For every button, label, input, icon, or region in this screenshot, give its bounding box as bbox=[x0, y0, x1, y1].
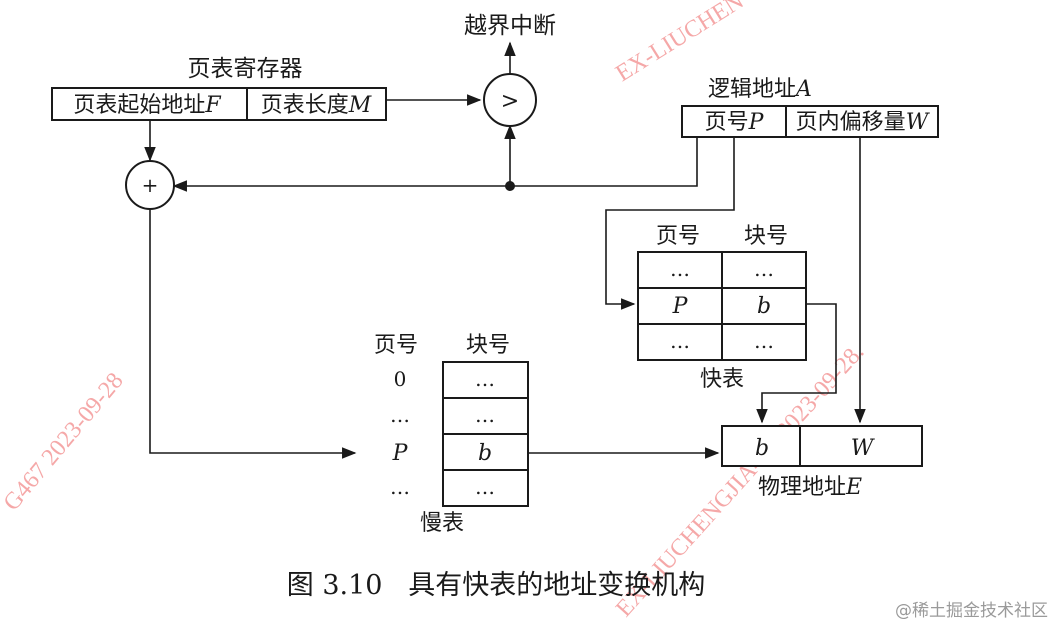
slow-row-label: … bbox=[390, 403, 410, 427]
slow-cell: … bbox=[475, 475, 495, 499]
physical-address: b W 物理地址E bbox=[721, 425, 923, 500]
fast-table-caption: 快表 bbox=[700, 367, 744, 392]
arrow-page-to-fast-table bbox=[605, 137, 735, 310]
register-title: 页表寄存器 bbox=[188, 56, 303, 82]
slow-col-page: 页号 bbox=[374, 333, 418, 358]
adder-symbol: + bbox=[142, 173, 159, 197]
fast-cell: … bbox=[754, 257, 774, 281]
arrow-fast-b-to-physical bbox=[756, 303, 837, 424]
page-table-register: 页表寄存器 页表起始地址F 页表长度M bbox=[51, 56, 387, 121]
fast-col-page: 页号 bbox=[656, 224, 700, 249]
logical-address-title: 逻辑地址A bbox=[708, 77, 812, 102]
site-watermark: @稀土掘金技术社区 bbox=[895, 601, 1048, 621]
register-start-field: 页表起始地址F bbox=[73, 93, 221, 118]
connectors bbox=[144, 41, 866, 459]
slow-col-block: 块号 bbox=[466, 333, 510, 358]
slow-table-caption: 慢表 bbox=[420, 511, 464, 536]
fast-col-block: 块号 bbox=[744, 224, 788, 249]
slow-row-label: … bbox=[390, 475, 410, 499]
arrow-page-to-adder bbox=[172, 137, 698, 192]
interrupt-label: 越界中断 bbox=[464, 13, 556, 39]
junction-dot bbox=[505, 181, 515, 191]
fast-cell: … bbox=[670, 329, 690, 353]
slow-table: 页号 块号 0 … P … … … b … 慢表 bbox=[374, 333, 529, 536]
physical-offset-field: W bbox=[851, 436, 876, 461]
figure-caption: 图 3.10 具有快表的地址变换机构 bbox=[287, 570, 705, 601]
adder: + bbox=[125, 160, 175, 210]
adder-circle bbox=[125, 160, 175, 210]
slow-row-label: P bbox=[392, 441, 409, 466]
arrow-adder-to-slow-table bbox=[149, 208, 357, 459]
comparator: > bbox=[483, 73, 537, 127]
fast-cell: P bbox=[672, 294, 689, 319]
register-length-field: 页表长度M bbox=[261, 93, 372, 118]
slow-cell: … bbox=[475, 403, 495, 427]
fast-cell: … bbox=[754, 329, 774, 353]
logical-offset-field: 页内偏移量W bbox=[796, 110, 931, 135]
physical-address-box bbox=[721, 425, 923, 467]
fast-cell: b bbox=[757, 294, 771, 319]
slow-row-label: 0 bbox=[394, 367, 407, 391]
slow-cell: b bbox=[478, 441, 492, 466]
logical-page-field: 页号P bbox=[705, 110, 765, 135]
register-box bbox=[51, 87, 387, 121]
fast-table: 页号 块号 … … P b … … 快表 bbox=[637, 224, 807, 392]
logical-address-box bbox=[681, 105, 939, 138]
comparator-symbol: > bbox=[501, 89, 519, 114]
watermark-left: G467 2023-09-28 bbox=[0, 368, 129, 516]
physical-address-caption: 物理地址E bbox=[758, 475, 862, 500]
watermark-top: EX-LIUCHEN bbox=[611, 0, 748, 87]
comparator-circle bbox=[483, 73, 537, 127]
physical-block-field: b bbox=[755, 436, 769, 461]
fast-cell: … bbox=[670, 257, 690, 281]
slow-cell: … bbox=[475, 367, 495, 391]
logical-address: 逻辑地址A 页号P 页内偏移量W bbox=[681, 77, 939, 138]
